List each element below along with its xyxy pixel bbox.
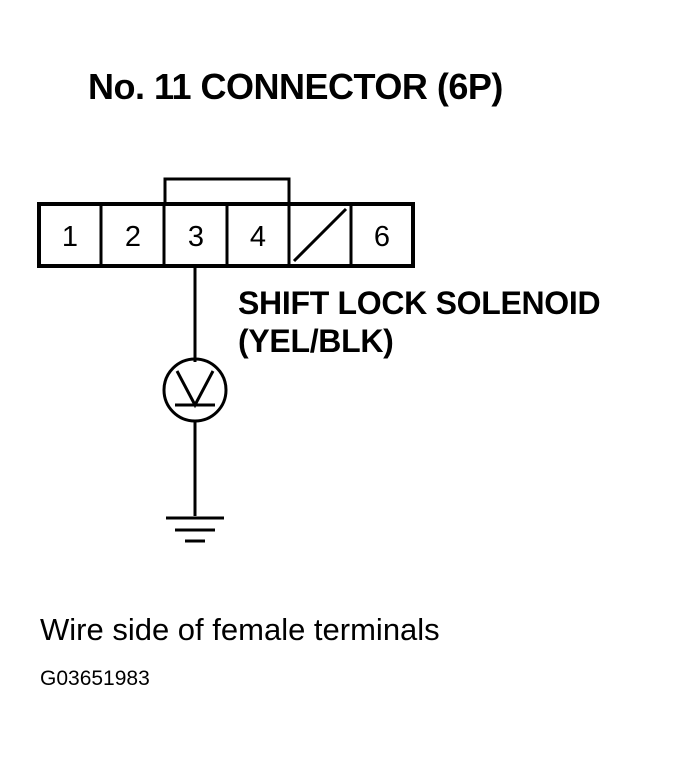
terminal-1-label: 1 — [62, 221, 78, 253]
terminal-cell — [349, 202, 415, 268]
terminal-4-label: 4 — [250, 221, 266, 253]
terminal-3-label: 3 — [188, 221, 204, 253]
terminal-6-label: 6 — [374, 221, 390, 253]
figure-id: G03651983 — [40, 667, 150, 690]
wire-label-name: SHIFT LOCK SOLENOID — [238, 285, 601, 321]
view-note: Wire side of female terminals — [40, 612, 440, 647]
terminal-group: 1 2 3 4 6 — [37, 202, 415, 268]
blank-terminal-slash — [292, 207, 348, 263]
wire-label-color: (YEL/BLK) — [238, 323, 394, 359]
connector-lock-tab — [163, 177, 291, 206]
diagram-title: No. 11 CONNECTOR (6P) — [88, 66, 503, 107]
wire-label: SHIFT LOCK SOLENOID (YEL/BLK) — [238, 284, 601, 360]
ground-icon — [166, 516, 224, 543]
terminal-2-label: 2 — [125, 221, 141, 253]
voltmeter-icon — [162, 357, 228, 423]
